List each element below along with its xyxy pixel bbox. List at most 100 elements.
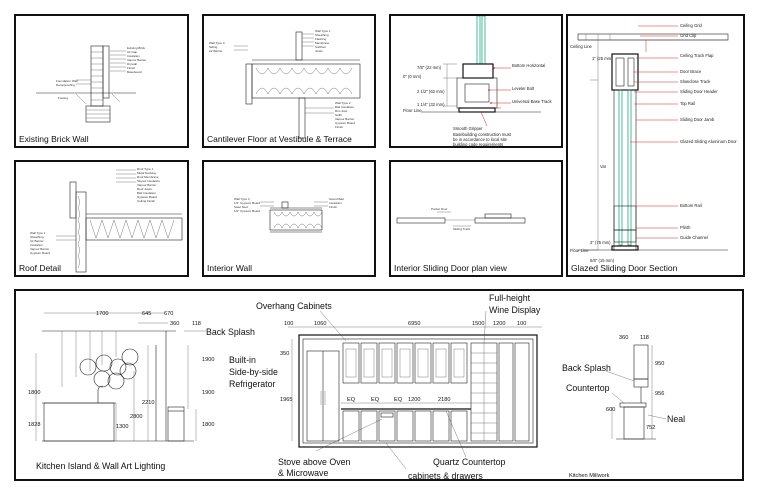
label-slowclose-track: Slowclose Track xyxy=(680,79,711,84)
label-bottom-horizontal: Bottom Horizontal xyxy=(512,63,545,68)
svg-text:Vapour Barrier: Vapour Barrier xyxy=(137,183,156,187)
label-wine-display: Wine Display xyxy=(489,305,541,315)
dim-1-inch: 1" (25 mm) xyxy=(592,56,613,61)
svg-text:Finish: Finish xyxy=(127,66,135,70)
kitchen-island-elevation: 1700 645 670 360 118 1900 1900 2210 1800… xyxy=(28,311,255,471)
dim-670: 670 xyxy=(164,311,173,317)
label-bottom-rail: Bottom Rail xyxy=(680,203,702,208)
label-floor-line: Floor Line xyxy=(403,108,422,113)
panel-cantilever-floor: Wall Type 1 Sheathing Flashing Membrane … xyxy=(202,14,376,148)
svg-text:Foundation Wall: Foundation Wall xyxy=(56,79,78,83)
svg-text:Wall Type 1: Wall Type 1 xyxy=(30,231,46,235)
svg-text:Joists: Joists xyxy=(315,49,323,53)
dim-var: Var xyxy=(600,164,607,169)
dim-2210: 2210 xyxy=(142,400,154,406)
svg-text:Drywall: Drywall xyxy=(127,62,137,66)
roof-detail-drawing: Roof Type 1 Metal Decking Roof Membrane … xyxy=(30,167,183,273)
label-millwork-back-splash: Back Splash xyxy=(562,363,611,373)
label-island-back-splash: Back Splash xyxy=(206,327,255,337)
svg-text:Batt Insulation: Batt Insulation xyxy=(137,191,156,195)
label-glazed-sliding-aluminum-door: Glazed Sliding Aluminum Door xyxy=(680,139,737,144)
label-ceiling-track-flap: Ceiling Track Flap xyxy=(680,53,714,58)
svg-text:Subfloor: Subfloor xyxy=(315,45,326,49)
svg-text:Air Barrier: Air Barrier xyxy=(209,49,223,53)
label-millwork-neal: Neal xyxy=(667,414,685,424)
label-stove-line-1: Stove above Oven xyxy=(278,457,350,467)
label-full-height: Full-height xyxy=(489,293,531,303)
panel-existing-brick-wall: Existing Brick Air Gap Insulation Vapour… xyxy=(14,14,189,148)
svg-text:Wall Type 1: Wall Type 1 xyxy=(315,29,331,33)
dim-645: 645 xyxy=(142,311,151,317)
svg-text:Vapour Barrier: Vapour Barrier xyxy=(335,117,354,121)
label-universal-base-track: Universal Base Track xyxy=(512,99,552,104)
svg-text:Insulation: Insulation xyxy=(30,243,43,247)
brick-wall-drawing: Existing Brick Air Gap Insulation Vapour… xyxy=(36,45,146,123)
dim-118: 118 xyxy=(192,321,201,327)
dim-1900-b: 1900 xyxy=(202,390,214,396)
label-refrigerator: Refrigerator xyxy=(229,379,276,389)
svg-text:Wall Type 2: Wall Type 2 xyxy=(335,101,351,105)
panel-caption: Interior Wall xyxy=(207,263,253,273)
dim-1200-a: 1200 xyxy=(493,321,505,327)
svg-text:Sound Batt: Sound Batt xyxy=(329,197,344,201)
svg-text:Vapour Barrier: Vapour Barrier xyxy=(127,58,146,62)
panel-caption: Interior Sliding Door plan view xyxy=(394,263,507,273)
dim-3-inch: 3" (75 mm) xyxy=(590,240,611,245)
dim-1800-b: 1800 xyxy=(202,422,214,428)
dim-mw-752: 752 xyxy=(646,425,655,431)
svg-text:Ceiling Finish: Ceiling Finish xyxy=(137,199,155,203)
label-guide-channel: Guide Channel xyxy=(680,235,708,240)
svg-text:Flashing: Flashing xyxy=(315,37,327,41)
svg-text:Insulation: Insulation xyxy=(127,54,140,58)
svg-text:Soffit: Soffit xyxy=(335,113,342,117)
dim-2180: 2180 xyxy=(438,397,450,403)
panel-caption: Cantilever Floor at Vestibule & Terrace xyxy=(207,134,352,144)
svg-text:Air Barrier: Air Barrier xyxy=(30,239,44,243)
dim-1200-b: 1200 xyxy=(408,397,420,403)
svg-text:Finish: Finish xyxy=(329,205,337,209)
svg-text:Siding: Siding xyxy=(209,45,218,49)
panel-caption: Existing Brick Wall xyxy=(19,134,89,144)
svg-text:Sheathing: Sheathing xyxy=(315,33,329,37)
svg-text:Rim Joist: Rim Joist xyxy=(335,109,348,113)
svg-text:Roof Membrane: Roof Membrane xyxy=(137,175,159,179)
svg-text:Roof Type 1: Roof Type 1 xyxy=(137,167,153,171)
label-sliding-door-header: Sliding Door Header xyxy=(680,89,718,94)
dim-eq-2: EQ xyxy=(371,397,380,403)
interior-wall-drawing: Wall Type 4 1/2" Gypsum Board Steel Stud… xyxy=(234,197,344,233)
caption-kitchen-island: Kitchen Island & Wall Art Lighting xyxy=(36,461,165,471)
label-smooth-gripper: Smooth Gripper xyxy=(453,126,483,131)
label-plinth: Plinth xyxy=(680,225,691,230)
dim-360: 360 xyxy=(170,321,179,327)
dim-6950: 6950 xyxy=(408,321,420,327)
svg-text:Steel Stud: Steel Stud xyxy=(234,205,248,209)
dim-1900-a: 1900 xyxy=(202,357,214,363)
kitchen-millwork-elevation: 360 118 950 956 600 752 Back Splash Coun… xyxy=(562,335,685,479)
panel-roof-detail: Roof Type 1 Metal Decking Roof Membrane … xyxy=(14,160,189,277)
dim-mw-950: 950 xyxy=(655,361,664,367)
dim-1828: 1828 xyxy=(28,422,40,428)
svg-text:Pocket Door: Pocket Door xyxy=(431,207,448,211)
label-cabinets-drawers: cabinets & drawers xyxy=(408,471,483,481)
svg-text:Gypsum Board: Gypsum Board xyxy=(335,121,355,125)
label-leveler-bolt: Leveler Bolt xyxy=(512,86,535,91)
cantilever-drawing: Wall Type 1 Sheathing Flashing Membrane … xyxy=(209,29,361,139)
kitchen-drawings: 1700 645 670 360 118 1900 1900 2210 1800… xyxy=(28,293,685,481)
svg-text:Metal Decking: Metal Decking xyxy=(137,171,156,175)
svg-text:1/2" Gypsum Board: 1/2" Gypsum Board xyxy=(234,201,260,205)
label-millwork-countertop: Countertop xyxy=(566,383,610,393)
label-side-by-side: Side-by-side xyxy=(229,367,278,377)
svg-text:Membrane: Membrane xyxy=(315,41,330,45)
dim-mw-118: 118 xyxy=(640,335,649,341)
dim-1500: 1500 xyxy=(472,321,484,327)
svg-text:Footing: Footing xyxy=(58,96,68,100)
dim-mw-360: 360 xyxy=(619,335,628,341)
dim-1965: 1965 xyxy=(280,397,292,403)
svg-text:Insulation: Insulation xyxy=(329,201,342,205)
dim-350: 350 xyxy=(280,351,289,357)
dim-mw-600: 600 xyxy=(606,407,615,413)
dim-1060: 1060 xyxy=(314,321,326,327)
dim-1800-a: 1800 xyxy=(28,390,40,396)
label-door-brace: Door Brace xyxy=(680,69,702,74)
svg-text:Gypsum Board: Gypsum Board xyxy=(137,195,157,199)
